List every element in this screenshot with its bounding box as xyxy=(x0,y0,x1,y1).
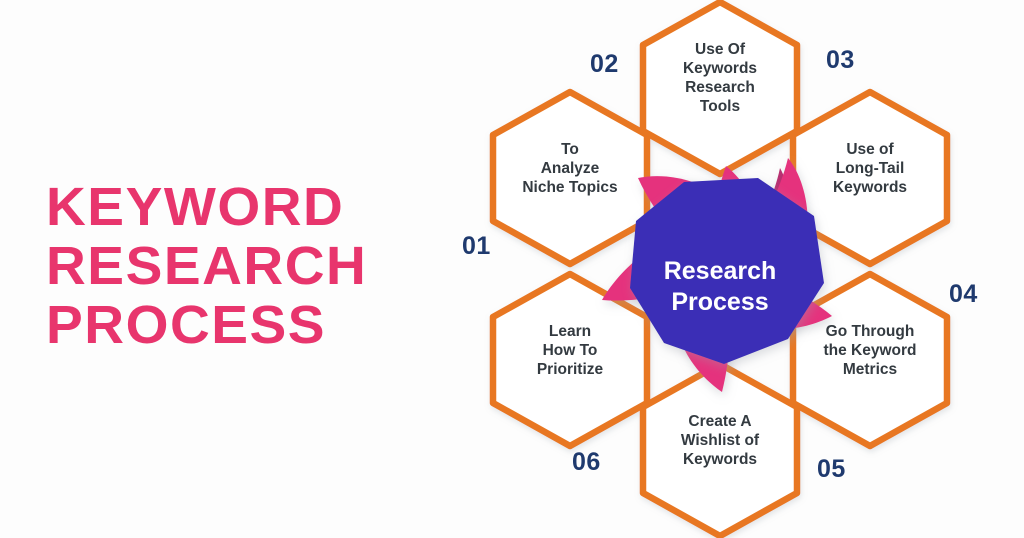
diagram-graphics xyxy=(489,0,951,538)
step-number-04: 04 xyxy=(949,280,978,308)
step-number-01: 01 xyxy=(462,232,491,260)
hexagon-step-03[interactable] xyxy=(789,88,951,268)
step-number-06: 06 xyxy=(572,448,601,476)
hexagon-step-01[interactable] xyxy=(489,88,651,268)
center-octagon xyxy=(630,178,824,364)
hexagon-step-02[interactable] xyxy=(639,0,801,178)
title-line-1: KEYWORD xyxy=(46,177,345,237)
title-line-2: RESEARCH xyxy=(46,236,368,296)
step-number-05: 05 xyxy=(817,455,846,483)
center-octagon-shape xyxy=(630,178,824,364)
title-line-3: PROCESS xyxy=(46,295,327,355)
step-number-02: 02 xyxy=(590,50,619,78)
page-title: KEYWORD RESEARCH PROCESS xyxy=(46,178,426,355)
hexagon-step-04[interactable] xyxy=(789,270,951,450)
hexagon-step-06[interactable] xyxy=(489,270,651,450)
step-number-03: 03 xyxy=(826,46,855,74)
hexagon-group xyxy=(489,0,951,538)
keyword-research-process-diagram: Research Process To Analyze Niche Topics… xyxy=(440,0,1024,538)
